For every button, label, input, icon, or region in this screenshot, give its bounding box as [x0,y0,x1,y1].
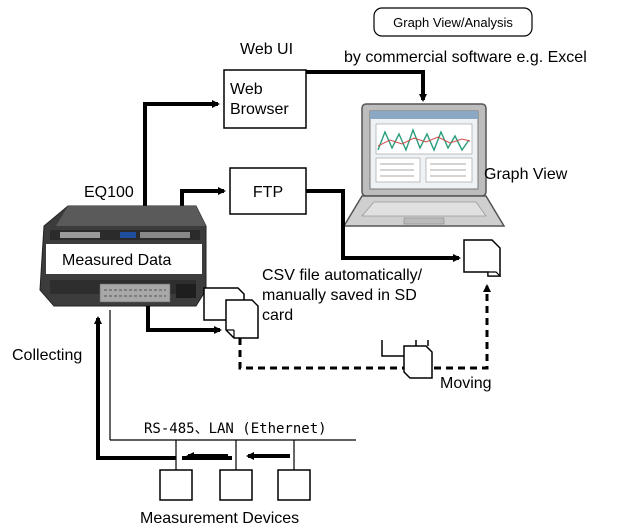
measurement-device-2 [219,469,253,501]
csv-label-line2: manually saved in SD [262,287,417,304]
eq100-label: EQ100 [84,184,134,201]
arrow-ftp-to-document [306,189,461,262]
sd-card-icon [203,287,259,339]
commercial-software-label: by commercial software e.g. Excel [344,49,587,66]
document-icon [463,239,502,277]
measurement-device-1 [159,469,193,501]
moving-label: Moving [440,375,492,392]
arrow-device-to-browser [143,100,220,216]
dashed-path-sdcard-to-moving [238,338,404,370]
web-browser-box [223,69,307,129]
measured-data-label: Measured Data [62,252,171,269]
csv-label-line3: card [262,307,293,324]
laptop-icon [342,103,506,227]
measurement-devices-label: Measurement Devices [140,510,299,527]
graph-view-analysis-label: Graph View/Analysis [393,15,513,30]
arrow-device-to-sdcard [146,306,222,334]
arrow-browser-to-laptop [306,70,427,102]
csv-label-line1: CSV file automatically/ [262,267,423,284]
dashed-path-moving-to-document [434,284,491,370]
bus-label: RS-485、LAN (Ethernet) [144,421,327,437]
moving-device-icon [381,340,433,379]
web-browser-label-line1: Web [230,81,263,98]
measurement-device-3 [277,469,311,501]
graph-view-analysis-box [373,7,533,37]
graph-view-label: Graph View [484,166,568,183]
web-browser-label-line2: Browser [230,101,289,118]
ftp-label: FTP [253,184,283,201]
arrow-devices-to-eq100 [94,316,176,460]
ftp-box [229,167,307,215]
collecting-label: Collecting [12,347,82,364]
web-ui-label: Web UI [240,41,293,58]
